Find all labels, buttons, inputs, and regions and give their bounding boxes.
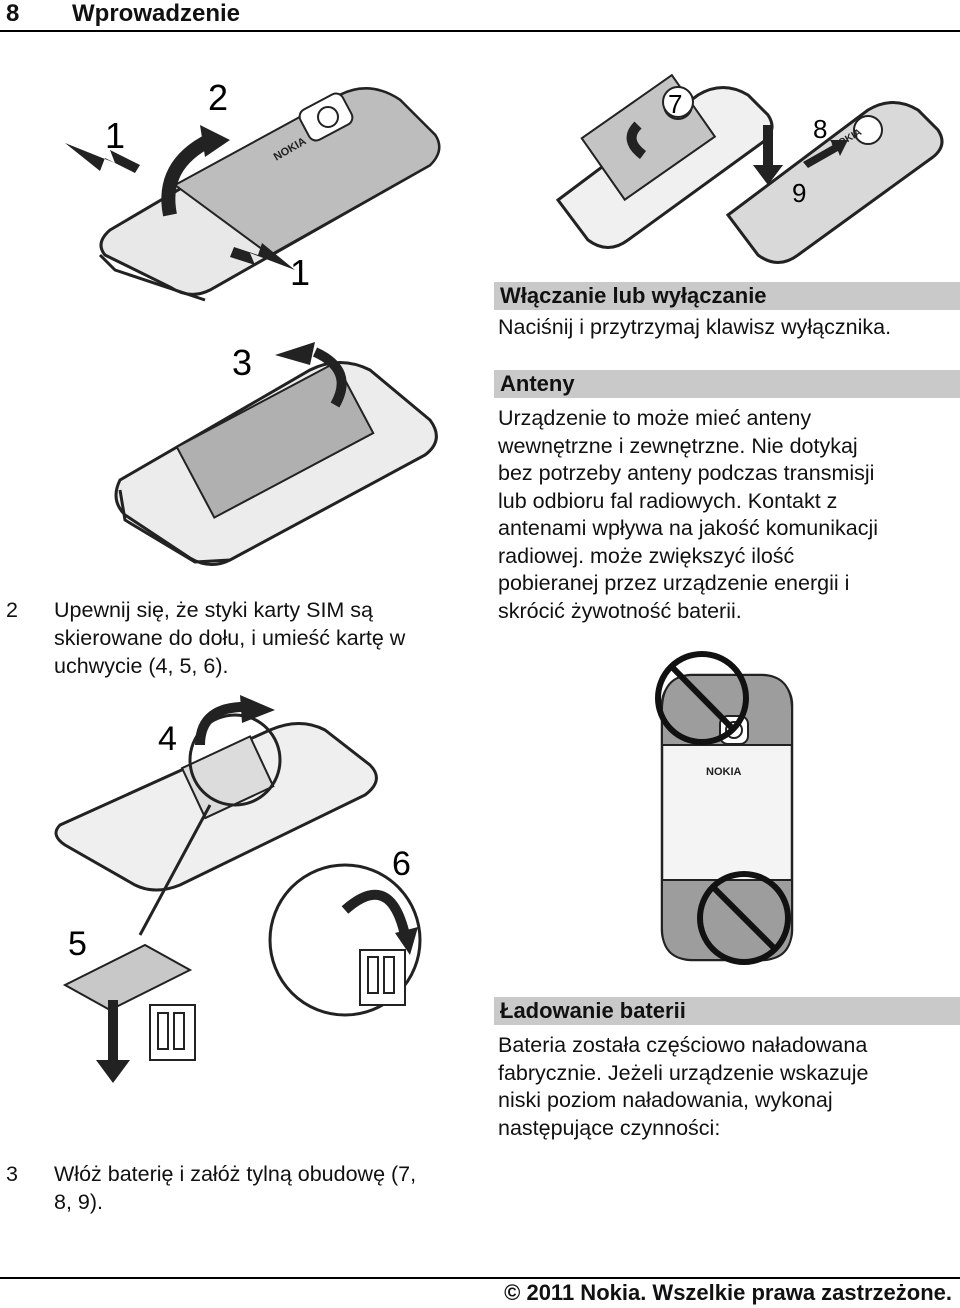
label-step-1: 1 xyxy=(105,115,125,156)
label-step-5: 5 xyxy=(68,925,87,963)
sim-insert-illustration: 4 6 5 xyxy=(50,695,470,1100)
step-number: 2 xyxy=(6,598,18,622)
label-step-1b: 1 xyxy=(290,252,310,293)
battery-removal-illustration: 3 xyxy=(110,330,460,570)
power-section-heading: Włączanie lub wyłączanie xyxy=(494,282,960,310)
step-text: Upewnij się, że styki karty SIM są skier… xyxy=(54,598,406,678)
page-number: 8 xyxy=(6,0,20,27)
cover-removal-illustration: NOKIA 1 2 1 xyxy=(40,55,460,305)
charging-section-text: Bateria została częściowo naładowana fab… xyxy=(498,1033,869,1140)
antenna-area-illustration: NOKIA xyxy=(648,650,798,970)
chapter-title: Wprowadzenie xyxy=(72,0,241,27)
copyright-footer: © 2011 Nokia. Wszelkie prawa zastrzeżone… xyxy=(504,1280,952,1305)
label-step-8: 8 xyxy=(813,114,827,144)
step-number: 3 xyxy=(6,1162,18,1186)
no-touch-icon xyxy=(655,651,749,745)
charging-section-heading: Ładowanie baterii xyxy=(494,997,960,1025)
label-step-3: 3 xyxy=(232,342,252,383)
footer-rule xyxy=(0,1277,960,1279)
label-step-7: 7 xyxy=(668,89,682,119)
battery-cover-illustration: NOKIA 7 8 9 xyxy=(548,70,948,280)
step-text: Włóż baterię i załóż tylną obudowę (7, 8… xyxy=(54,1162,417,1214)
page-header: 8 Wprowadzenie xyxy=(0,0,960,32)
label-step-2: 2 xyxy=(208,77,228,118)
no-touch-icon xyxy=(697,871,791,965)
label-step-4: 4 xyxy=(158,720,177,758)
antenna-section-heading: Anteny xyxy=(494,370,960,398)
label-step-9: 9 xyxy=(792,178,806,208)
antenna-section-text: Urządzenie to może mieć anteny wewnętrzn… xyxy=(498,406,879,623)
label-step-6: 6 xyxy=(392,845,411,883)
svg-text:NOKIA: NOKIA xyxy=(706,766,742,778)
power-section-text: Naciśnij i przytrzymaj klawisz wyłącznik… xyxy=(498,315,892,339)
